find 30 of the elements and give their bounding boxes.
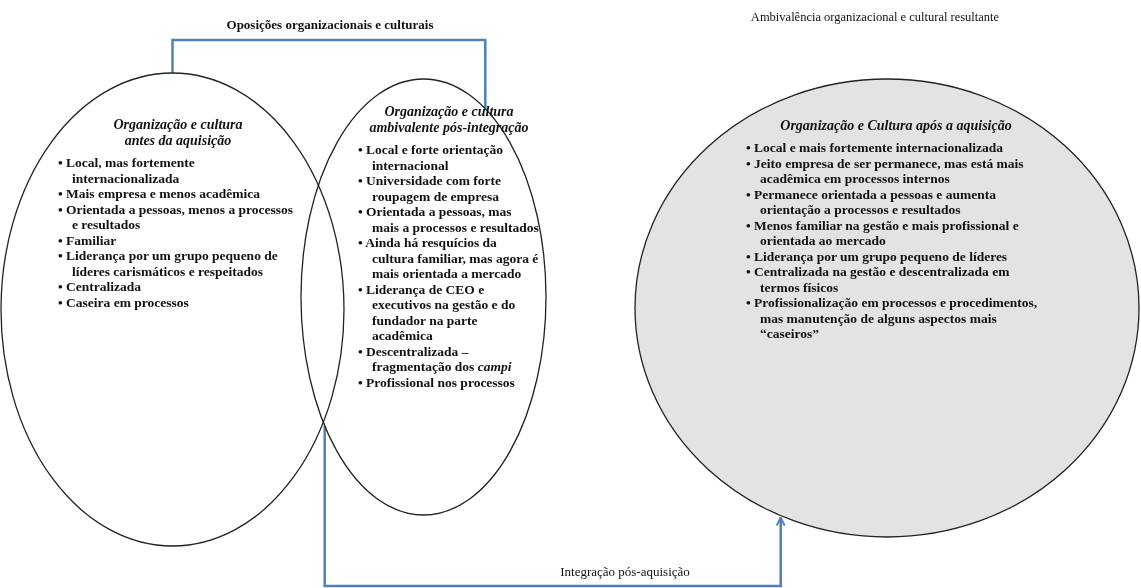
bullet-point: • Descentralizada – fragmentação dos campi [358,343,513,375]
bullet-point: • Liderança por um grupo pequeno de líderes [746,248,1009,264]
bullet-point: • Centralizada na gestão e descentralizada em termos físicos [746,264,1011,295]
bracket-connector [171,38,487,109]
bullet-point: • Mais empresa e menos acadêmica [58,186,262,202]
oval-node [300,78,547,516]
bullet-point: • Local, mas fortemente internacionalizada [58,155,196,186]
bullet-point: • Liderança por um grupo pequeno de líderes carismáticos e respeitados [58,248,279,279]
bullet-point: • Local e forte orientação internacional [358,142,504,173]
bullet-point: • Orientada a pessoas, menos a processos e resultados [58,201,295,233]
edge-label: Integração pós-aquisição [559,564,691,580]
bullet-point: • Permanece orientada a pessoas e aumenta orientação a processos e resultados [746,186,997,218]
bullet-point: • Menos familiar na gestão e mais profissional e orientada ao mercado [746,217,1020,249]
oval-node [0,72,345,547]
bullet-point: • Local e mais fortemente internacionalizada [746,140,1005,156]
edge-label: Oposições organizacionais e culturais [225,17,435,33]
bullet-point: • Caseira em processos [58,294,190,310]
oval-node [634,78,1140,538]
oval-heading: Organização e Cultura após a aquisição [779,118,1013,134]
bullet-point: • Profissional nos processos [358,374,516,390]
bullet-point: • Centralizada [58,279,143,295]
bullet-point: • Liderança de CEO e executivos na gestão e do fundador na parte acadêmica [358,281,517,344]
heading-label: Ambivalência organizacional e cultural resultante [749,10,1001,25]
bullet-point: • Universidade com forte roupagem de empresa [358,173,503,204]
bullet-point: • Orientada a pessoas, mas mais a processos e resultados [358,204,540,235]
bullet-point: • Profissionalização em processos e procedimentos, mas manutenção de alguns aspectos mais “caseiros” [746,295,1039,342]
bullet-point: • Jeito empresa de ser permanece, mas está mais acadêmica em processos internos [746,155,1025,187]
bullet-point: • Familiar [58,232,118,248]
bullet-point: • Ainda há resquícios da cultura familiar, mas agora é mais orientada a mercado [358,235,540,282]
oval-heading: Organização e cultura antes da aquisição [112,117,244,149]
